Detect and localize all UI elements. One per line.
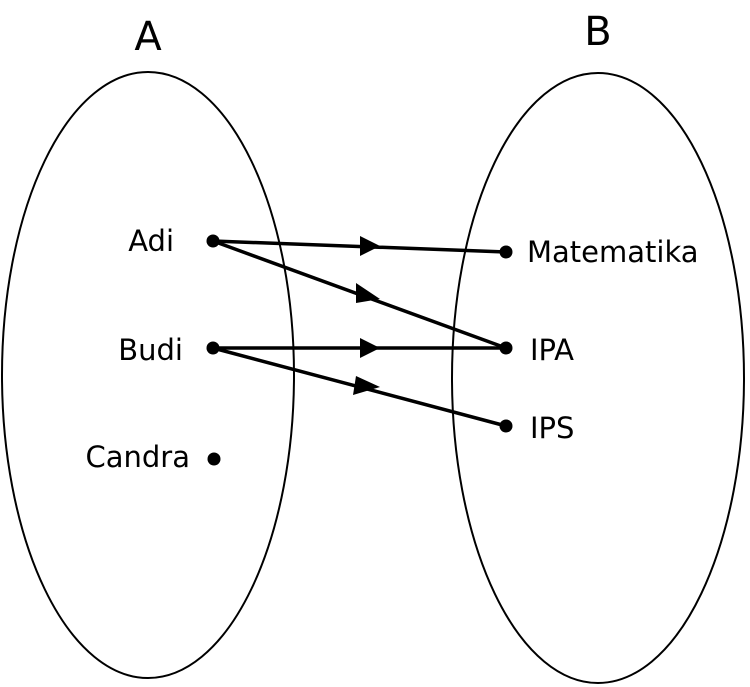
set-b-ellipse bbox=[451, 72, 745, 684]
arrow-adi-matematika-head bbox=[360, 236, 380, 256]
arrow-budi-ipa-head bbox=[360, 338, 380, 358]
set-b-label: B bbox=[584, 9, 611, 55]
set-a-ellipse bbox=[1, 71, 295, 679]
element-label-ips: IPS bbox=[530, 411, 574, 445]
element-label-matematika: Matematika bbox=[527, 235, 699, 269]
dot-budi bbox=[206, 341, 220, 355]
set-a-label: A bbox=[134, 14, 162, 60]
element-label-adi: Adi bbox=[128, 224, 174, 258]
dot-ips bbox=[499, 419, 513, 433]
dot-candra bbox=[207, 452, 221, 466]
element-label-budi: Budi bbox=[118, 333, 183, 367]
dot-adi bbox=[206, 234, 220, 248]
arrow-adi-ipa-head bbox=[356, 283, 380, 303]
arrow-budi-ips-head bbox=[353, 376, 380, 395]
element-label-ipa: IPA bbox=[530, 333, 574, 367]
element-label-candra: Candra bbox=[85, 440, 190, 474]
dot-matematika bbox=[499, 245, 513, 259]
arrow-adi-matematika-line bbox=[212, 239, 507, 254]
dot-ipa bbox=[499, 341, 513, 355]
